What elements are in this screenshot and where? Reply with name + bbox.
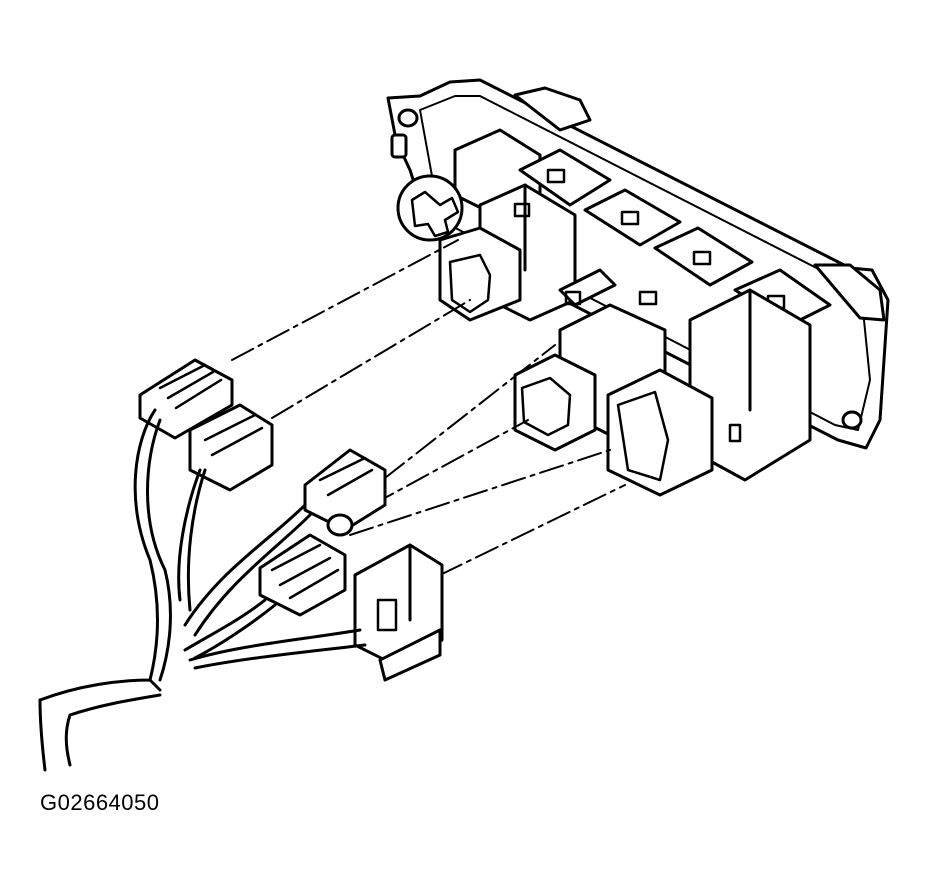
harness-plug-3 [303, 448, 387, 537]
panel-socket-1 [438, 183, 577, 322]
wiring-harness [38, 408, 367, 772]
rocker-switch-row [518, 148, 832, 327]
bezel-boss-top [513, 86, 592, 132]
harness-plug-4 [258, 533, 347, 617]
figure-code: G02664050 [40, 790, 160, 815]
mounting-stud [390, 133, 408, 159]
phillips-screw-icon [410, 190, 460, 238]
bezel-boss-right [813, 263, 886, 322]
mounting-hole-top [397, 108, 419, 128]
mounting-hole-bottom [841, 410, 863, 430]
harness-plug-5 [353, 543, 444, 682]
panel-socket-3 [606, 288, 812, 497]
harness-plug-2 [188, 403, 274, 492]
harness-plug-1 [138, 358, 234, 440]
alignment-lines [231, 239, 626, 576]
